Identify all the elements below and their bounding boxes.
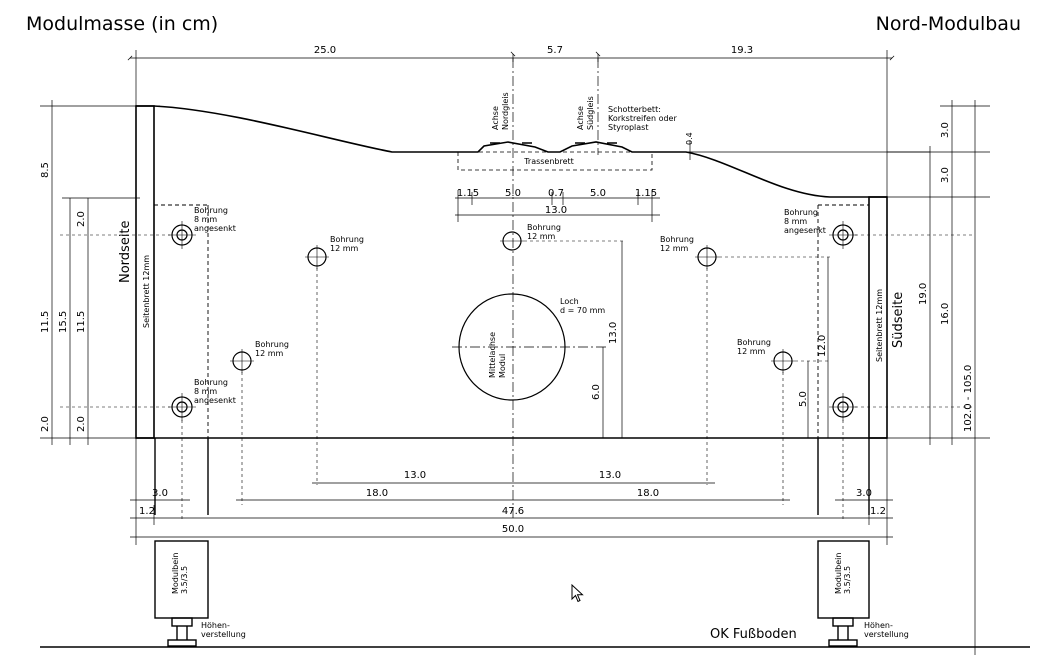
label-holes-drill_title: Bohrung bbox=[784, 208, 818, 217]
label-holes-countersunk: angesenkt bbox=[194, 396, 236, 405]
label-dims-d_13_0: 13.0 bbox=[599, 470, 621, 481]
label-dims-d_3_0: 3.0 bbox=[940, 167, 951, 183]
label-dims-d_18_0: 18.0 bbox=[637, 488, 659, 499]
label-dims-d_2_0: 2.0 bbox=[40, 416, 51, 432]
label-holes-drill_12: 12 mm bbox=[330, 244, 359, 253]
label-dims-d_13_0: 13.0 bbox=[545, 205, 567, 216]
label-dims-d_11_5: 11.5 bbox=[76, 311, 87, 333]
label-holes-drill_8: 8 mm bbox=[194, 215, 217, 224]
ballast-label-1: Schotterbett: bbox=[608, 105, 661, 114]
leg-label-right-2: 3.5/3.5 bbox=[843, 566, 852, 594]
axis-lines bbox=[452, 58, 608, 520]
label-dims-d_102: 102.0 - 105.0 bbox=[963, 365, 974, 432]
label-dims-d_50_0: 50.0 bbox=[502, 524, 524, 535]
north-side-label: Nordseite bbox=[118, 220, 133, 283]
label-holes-countersunk: angesenkt bbox=[784, 226, 826, 235]
side-board-right: Seitenbrett 12mm bbox=[875, 289, 884, 362]
label-dims-d_8_5: 8.5 bbox=[40, 162, 51, 178]
floor-label: OK Fußboden bbox=[710, 627, 797, 642]
label-dims-d_2_0: 2.0 bbox=[76, 416, 87, 432]
label-holes-drill_title: Bohrung bbox=[527, 223, 561, 232]
label-dims-d_6_0: 6.0 bbox=[591, 384, 602, 400]
ballast-label-3: Styroplast bbox=[608, 123, 648, 132]
label-dims-d_47_6: 47.6 bbox=[502, 506, 524, 517]
label-legs-height_1: Höhen- bbox=[864, 621, 893, 630]
dim-top-b: 5.7 bbox=[547, 45, 563, 56]
page-subtitle: Nord-Modulbau bbox=[875, 13, 1021, 35]
label-holes-drill_title: Bohrung bbox=[737, 338, 771, 347]
module-outline bbox=[135, 105, 888, 439]
label-dims-d_5_0: 5.0 bbox=[798, 391, 809, 407]
axis-north-label-1: Achse bbox=[491, 106, 500, 130]
label-dims-d_13_0: 13.0 bbox=[404, 470, 426, 481]
leg-label-right-1: Modulbein bbox=[834, 553, 843, 594]
label-dims-d_18_0: 18.0 bbox=[366, 488, 388, 499]
label-holes-drill_title: Bohrung bbox=[194, 206, 228, 215]
legs bbox=[154, 438, 870, 647]
label-holes-drill_12: 12 mm bbox=[660, 244, 689, 253]
label-holes-countersunk: angesenkt bbox=[194, 224, 236, 233]
label-dims-d_12_0: 12.0 bbox=[817, 335, 828, 357]
label-holes-drill_title: Bohrung bbox=[330, 235, 364, 244]
label-dims-d_19_0: 19.0 bbox=[918, 283, 929, 305]
center-axis-label-2: Modul bbox=[498, 354, 507, 378]
label-dims-d_5_0: 5.0 bbox=[505, 188, 521, 199]
label-dims-d_1_2: 1.2 bbox=[139, 506, 155, 517]
trassenbrett-label: Trassenbrett bbox=[523, 157, 574, 166]
label-legs-height_2: verstellung bbox=[201, 630, 246, 639]
label-holes-drill_title: Bohrung bbox=[194, 378, 228, 387]
label-dims-d_15_5: 15.5 bbox=[58, 311, 69, 333]
ballast-label-2: Korkstreifen oder bbox=[608, 114, 677, 123]
label-dims-d_1_2: 1.2 bbox=[870, 506, 886, 517]
label-holes-big_hole_1: Loch bbox=[560, 297, 579, 306]
trassenbrett-box bbox=[457, 151, 653, 171]
axis-south-label-2: Südgleis bbox=[586, 96, 595, 130]
mouse-cursor-icon bbox=[571, 584, 584, 603]
inner-frames bbox=[154, 204, 869, 438]
side-board-left: Seitenbrett 12mm bbox=[142, 255, 151, 328]
label-holes-drill_title: Bohrung bbox=[255, 340, 289, 349]
label-dims-d_1_15: 1.15 bbox=[635, 188, 657, 199]
label-dims-d_2_0: 2.0 bbox=[76, 211, 87, 227]
axis-north-label-2: Nordgleis bbox=[501, 92, 510, 130]
label-legs-height_2: verstellung bbox=[864, 630, 909, 639]
hole-70mm bbox=[458, 293, 566, 401]
label-holes-big_hole_2: d = 70 mm bbox=[560, 306, 605, 315]
dim-0-4: 0.4 bbox=[685, 132, 694, 145]
label-dims-d_0_7: 0.7 bbox=[548, 188, 564, 199]
page-title: Modulmasse (in cm) bbox=[26, 13, 219, 35]
label-dims-d_1_15: 1.15 bbox=[457, 188, 479, 199]
label-holes-drill_12: 12 mm bbox=[737, 347, 766, 356]
label-legs-height_1: Höhen- bbox=[201, 621, 230, 630]
dim-top-c: 19.3 bbox=[731, 45, 753, 56]
label-dims-d_3_0: 3.0 bbox=[856, 488, 872, 499]
center-axis-label-1: Mittelachse bbox=[488, 332, 497, 378]
leg-label-left-1: Modulbein bbox=[171, 553, 180, 594]
dim-top-a: 25.0 bbox=[314, 45, 336, 56]
label-holes-drill_8: 8 mm bbox=[194, 387, 217, 396]
label-holes-drill_12: 12 mm bbox=[255, 349, 284, 358]
south-side-label: Südseite bbox=[891, 292, 906, 348]
label-dims-d_13_0: 13.0 bbox=[608, 322, 619, 344]
leg-label-left-2: 3.5/3.5 bbox=[180, 566, 189, 594]
label-dims-d_5_0: 5.0 bbox=[590, 188, 606, 199]
label-dims-d_16_0: 16.0 bbox=[940, 303, 951, 325]
label-holes-drill_title: Bohrung bbox=[660, 235, 694, 244]
label-dims-d_11_5: 11.5 bbox=[40, 311, 51, 333]
label-holes-drill_8: 8 mm bbox=[784, 217, 807, 226]
label-dims-d_3_0: 3.0 bbox=[152, 488, 168, 499]
axis-south-label-1: Achse bbox=[576, 106, 585, 130]
label-dims-d_3_0: 3.0 bbox=[940, 122, 951, 138]
label-holes-drill_12: 12 mm bbox=[527, 232, 556, 241]
